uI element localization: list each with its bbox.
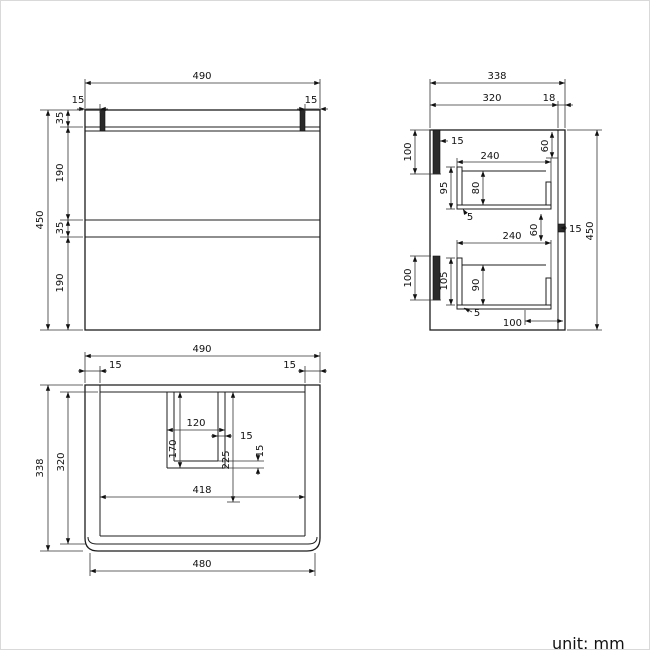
dim-inner-width: 418 xyxy=(192,485,211,496)
dim-drawer2-bottom: 5 xyxy=(474,308,480,319)
dim-drawer1-back-height: 95 xyxy=(439,182,450,195)
drawer1-back-panel xyxy=(456,166,463,206)
dim-side-overall-depth: 338 xyxy=(487,71,506,82)
plan-view: 490 15 15 338 320 120 170 225 15 15 418 … xyxy=(35,344,327,576)
dim-notch-wall: 15 xyxy=(240,431,253,442)
dim-front-width: 490 xyxy=(192,71,211,82)
dim-plan-right-wall: 15 xyxy=(283,360,296,371)
dim-plan-left-wall: 15 xyxy=(109,360,122,371)
dim-front-seg-top: 35 xyxy=(55,112,66,125)
dim-drawer1-length: 240 xyxy=(480,151,499,162)
dim-drawer1-bottom: 5 xyxy=(467,212,473,223)
dim-front-right-inset: 15 xyxy=(305,95,318,106)
top-mount-bracket xyxy=(432,129,441,175)
dim-front-width-bottom: 480 xyxy=(192,559,211,570)
dim-drawer1-side-height: 80 xyxy=(471,182,482,195)
dim-side-front-thickness: 18 xyxy=(543,93,556,104)
dim-top-bracket-height: 100 xyxy=(403,142,414,161)
dim-mid-depth: 225 xyxy=(221,450,232,469)
dim-plan-inner-depth: 320 xyxy=(56,452,67,471)
dim-front-seg-drawer1: 190 xyxy=(55,163,66,182)
dim-drawer1-clearance: 60 xyxy=(540,140,551,153)
dim-notch-lip: 15 xyxy=(255,445,266,458)
dim-top-bracket-thickness: 15 xyxy=(451,136,464,147)
dim-bottom-recess: 100 xyxy=(503,318,522,329)
dim-side-height: 450 xyxy=(585,221,596,240)
drawer1-bottom-panel xyxy=(456,204,552,210)
drawer2-bottom-panel xyxy=(456,304,552,310)
dim-notch-depth: 170 xyxy=(168,439,179,458)
dim-plan-width: 490 xyxy=(192,344,211,355)
dim-front-seg-drawer2: 190 xyxy=(55,273,66,292)
dim-drawer2-side-height: 90 xyxy=(471,279,482,292)
dim-notch-width: 120 xyxy=(186,418,205,429)
dim-side-body-depth: 320 xyxy=(482,93,501,104)
drawer1-front-panel xyxy=(545,181,552,206)
dim-drawer2-back-height: 105 xyxy=(439,271,450,290)
drawer2-back-panel xyxy=(456,257,463,306)
right-wall-bracket xyxy=(299,109,306,132)
front-edge-inner-line xyxy=(87,536,318,545)
dim-drawer2-rail: 15 xyxy=(569,224,582,235)
dim-drawer2-length: 240 xyxy=(502,231,521,242)
unit-label: unit: mm xyxy=(552,634,625,650)
dim-drawer2-clearance: 60 xyxy=(529,224,540,237)
left-wall-bracket xyxy=(99,109,106,132)
front-view: 490 15 15 450 35 190 35 190 xyxy=(35,71,328,331)
dim-bottom-bracket-height: 100 xyxy=(403,268,414,287)
side-view: 338 320 18 450 100 15 240 60 95 80 5 240… xyxy=(403,71,602,331)
dim-front-seg-gap: 35 xyxy=(55,222,66,235)
dim-front-left-inset: 15 xyxy=(72,95,85,106)
dim-front-height: 450 xyxy=(35,210,46,229)
drawer2-front-panel xyxy=(545,277,552,306)
dim-plan-depth: 338 xyxy=(35,458,46,477)
